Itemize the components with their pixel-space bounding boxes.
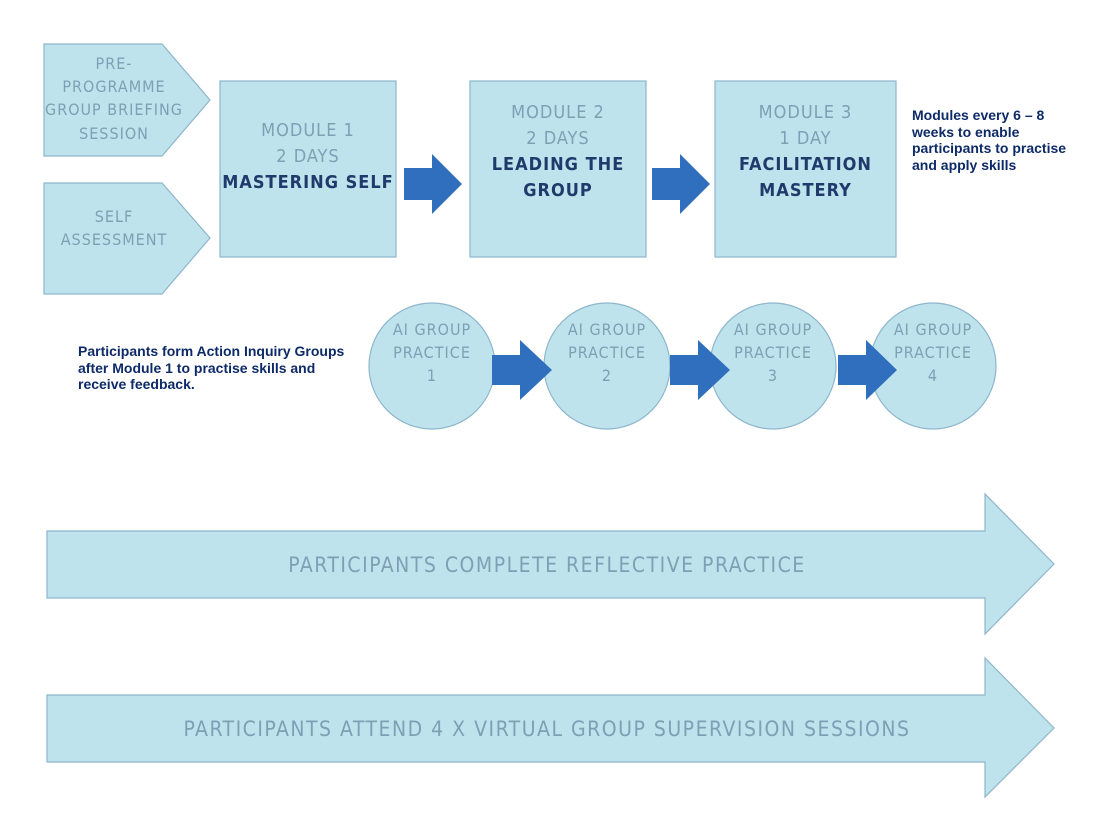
ai-circle-4-label: AI GROUP PRACTICE 4 [870,318,996,388]
ai-groups-note: Participants form Action Inquiry Groups … [78,343,345,393]
supervision-sessions-arrow [46,656,1055,799]
ai-circle-3-label: AI GROUP PRACTICE 3 [710,318,836,388]
ai-arrow-1 [492,340,552,400]
assessment-label: SELF ASSESSMENT [44,205,184,251]
module-3-box [714,80,897,258]
ai-circle-3-line-2: PRACTICE [734,343,812,363]
ai-arrow-3 [838,340,897,400]
module-2-topic-line-1: LEADING THE [491,154,625,176]
module-3-topic-line-1: FACILITATION [739,154,872,176]
ai-circle-1-label: AI GROUP PRACTICE 1 [369,318,495,388]
ai-circle-2-line-3: 2 [601,366,613,386]
briefing-pentagon [43,43,211,157]
briefing-line-3: SESSION [79,123,149,143]
ai-circle-2-line-2: PRACTICE [568,343,646,363]
ai-circle-3-line-1: AI GROUP [733,320,813,339]
ai-circle-1-line-2: PRACTICE [393,343,471,363]
briefing-line-2: GROUP BRIEFING [45,100,183,120]
ai-circle-1-line-3: 1 [426,366,438,386]
assessment-pentagon [43,182,211,295]
ai-circle-2-line-1: AI GROUP [567,320,647,339]
ai-circle-4-line-2: PRACTICE [894,343,972,363]
ai-circle-1-line-1: AI GROUP [392,320,472,339]
module-1-label: MODULE 1 2 DAYS MASTERING SELF [220,118,396,196]
reflective-practice-label: PARTICIPANTS COMPLETE REFLECTIVE PRACTIC… [288,553,806,577]
modules-note: Modules every 6 – 8 weeks to enable part… [912,107,1067,173]
ai-circle-4-line-1: AI GROUP [893,320,973,339]
module-3-label: MODULE 3 1 DAY FACILITATION MASTERY [715,100,896,204]
module-arrow-1 [404,154,462,214]
ai-arrow-2 [670,340,730,400]
module-2-duration: 2 DAYS [526,128,590,150]
assessment-line-2: ASSESSMENT [60,230,168,250]
module-2-box [469,80,647,258]
briefing-label: PRE-PROGRAMME GROUP BRIEFING SESSION [44,52,184,145]
module-3-topic-line-2: MASTERY [759,180,852,202]
module-1-box [219,80,397,258]
ai-circle-2-label: AI GROUP PRACTICE 2 [544,318,670,388]
ai-circle-3-line-3: 3 [767,366,779,386]
reflective-practice-arrow [46,492,1055,636]
module-1-title: MODULE 1 [261,120,355,141]
briefing-line-1: PRE-PROGRAMME [62,54,166,97]
module-arrow-2 [652,154,710,214]
module-1-topic: MASTERING SELF [222,172,394,194]
module-3-title: MODULE 3 [758,102,853,123]
module-2-label: MODULE 2 2 DAYS LEADING THE GROUP [470,100,646,204]
supervision-sessions-label: PARTICIPANTS ATTEND 4 X VIRTUAL GROUP SU… [183,717,911,741]
ai-circle-4-line-3: 4 [927,366,939,386]
module-1-duration: 2 DAYS [276,146,340,168]
assessment-line-1: SELF [94,207,134,226]
module-2-title: MODULE 2 [511,102,605,123]
module-2-topic-line-2: GROUP [523,180,593,202]
module-3-duration: 1 DAY [779,128,832,150]
